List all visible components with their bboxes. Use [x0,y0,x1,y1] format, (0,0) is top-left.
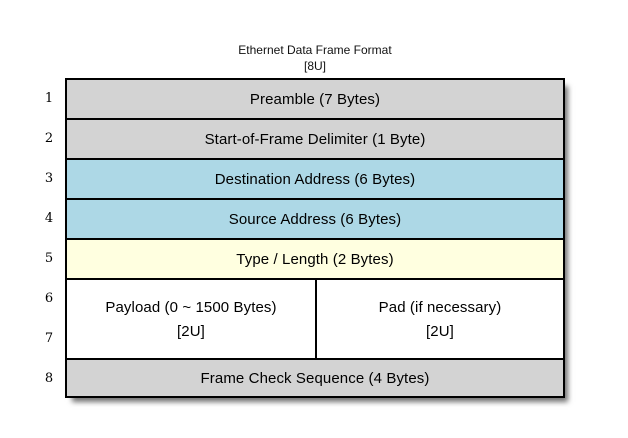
row-number-2: 2 [44,130,54,146]
title-line-2: [8U] [303,59,326,73]
field-destination-address: Destination Address (6 Bytes) [67,160,563,200]
pad-label: Pad (if necessary) [378,298,502,316]
row-number-7: 7 [44,330,54,346]
row-number-5: 5 [44,250,54,266]
payload-sublabel: [2U] [177,322,205,340]
row-number-8: 8 [44,370,54,386]
field-preamble: Preamble (7 Bytes) [67,80,563,120]
frame-format-table: Preamble (7 Bytes) Start-of-Frame Delimi… [65,78,565,398]
row-number-1: 1 [44,90,54,106]
diagram-title: Ethernet Data Frame Format [8U] [65,42,565,74]
row-number-4: 4 [44,210,54,226]
field-frame-check-sequence: Frame Check Sequence (4 Bytes) [67,360,563,396]
field-type-length: Type / Length (2 Bytes) [67,240,563,280]
row-number-6: 6 [44,290,54,306]
field-source-address: Source Address (6 Bytes) [67,200,563,240]
field-start-of-frame: Start-of-Frame Delimiter (1 Byte) [67,120,563,160]
pad-sublabel: [2U] [426,322,454,340]
field-pad: Pad (if necessary) [2U] [315,280,563,358]
row-number-column: 1 2 3 4 5 6 7 8 [36,78,62,398]
row-number-3: 3 [44,170,54,186]
payload-label: Payload (0 ~ 1500 Bytes) [105,298,277,316]
title-line-1: Ethernet Data Frame Format [238,43,392,57]
field-payload: Payload (0 ~ 1500 Bytes) [2U] [67,280,315,358]
field-payload-pad-row: Payload (0 ~ 1500 Bytes) [2U] Pad (if ne… [67,280,563,360]
